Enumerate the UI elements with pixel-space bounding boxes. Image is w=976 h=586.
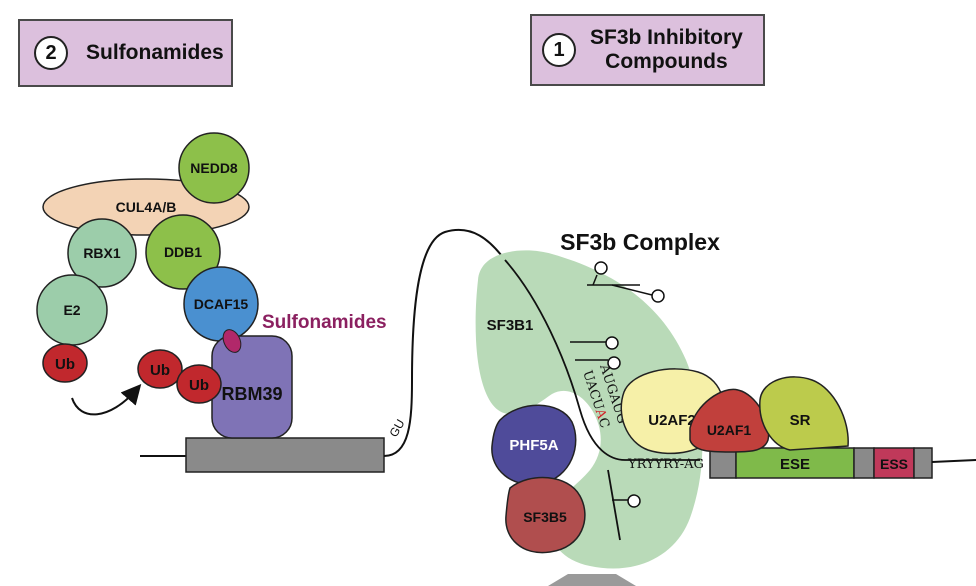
sf3b-complex-title: SF3b Complex	[560, 229, 720, 255]
sf3b5-shape	[505, 476, 586, 554]
rbx1-label: RBX1	[83, 245, 121, 261]
sulfonamides-drug-label: Sulfonamides	[262, 312, 387, 333]
u2af1-shape	[689, 388, 770, 453]
right-exon-grey-right	[913, 447, 933, 479]
ub-transfer-arrow	[71, 383, 142, 416]
seq-polypyrimidine: YRYYRY-AG	[627, 457, 704, 472]
bottom-base-shape	[548, 574, 636, 586]
ub-label: Ub	[189, 377, 209, 394]
dcaf15-label: DCAF15	[194, 296, 249, 312]
gu-label: GU	[386, 417, 407, 440]
step-number-badge: 1	[542, 33, 576, 67]
box-title-line-1: SF3b Inhibitory	[590, 25, 743, 49]
sf3b5-label: SF3B5	[523, 509, 567, 525]
rna-lower-strand	[607, 469, 621, 541]
e2-label: E2	[63, 302, 80, 318]
seq-polypyr: YRYYRY	[627, 457, 682, 472]
box-title: Sulfonamides	[86, 40, 224, 64]
ub-chain-1	[137, 349, 183, 389]
ub-label: Ub	[55, 356, 75, 373]
rna-hairpins	[570, 261, 665, 508]
ddb1-circle	[145, 214, 221, 290]
sf3b-inhibitors-box: 1 SF3b Inhibitory Compounds	[530, 14, 765, 86]
ese-label: ESE	[780, 456, 810, 473]
box-title-line-2: Compounds	[605, 50, 728, 73]
rna-strand-sf3b	[504, 259, 700, 461]
sf3b1-label: SF3B1	[487, 317, 534, 334]
seq-rna-suffix: C	[595, 416, 612, 430]
left-exon-block	[185, 437, 385, 473]
nedd8-circle	[178, 132, 250, 204]
sr-shape	[759, 376, 849, 451]
ub-chain-2	[176, 364, 222, 404]
ub-on-e2	[42, 343, 88, 383]
phf5a-label: PHF5A	[509, 437, 558, 454]
sf3b1-shape	[475, 250, 703, 569]
right-strand-line	[931, 459, 976, 463]
ddb1-label: DDB1	[164, 244, 202, 260]
rbx1-circle	[67, 218, 137, 288]
intron-strand	[383, 229, 506, 457]
rbm39-label: RBM39	[221, 384, 282, 404]
sr-label: SR	[790, 412, 811, 429]
right-exon-grey-mid	[853, 447, 875, 479]
u2af1-label: U2AF1	[707, 422, 752, 438]
ess-label: ESS	[880, 456, 908, 472]
ub-label: Ub	[150, 362, 170, 379]
cul4-label: CUL4A/B	[116, 199, 177, 215]
sulfonamide-molecule	[222, 329, 242, 353]
sulfonamides-box: 2 Sulfonamides	[18, 19, 233, 87]
seq-ag: AG	[683, 457, 704, 472]
box-title: SF3b Inhibitory Compounds	[590, 26, 743, 74]
step-number-badge: 2	[34, 36, 68, 70]
u2af2-label: U2AF2	[648, 412, 696, 429]
nedd8-label: NEDD8	[190, 160, 238, 176]
